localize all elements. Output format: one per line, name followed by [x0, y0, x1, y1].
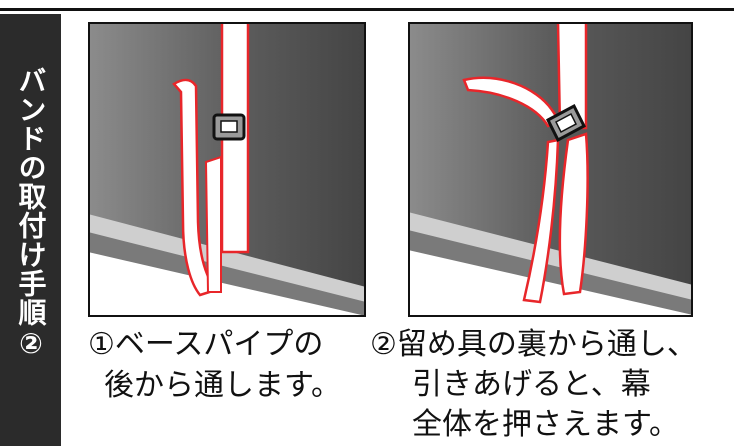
sidebar-step-label: バンドの取付け手順② [0, 14, 61, 446]
base-pipe-icon [408, 212, 693, 317]
illustration-step-2 [408, 22, 693, 317]
illustration-step-1 [88, 22, 366, 317]
base-pipe-icon [88, 214, 366, 317]
step-title: バンドの取付け手順② [14, 66, 48, 361]
buckle-icon [546, 103, 586, 143]
step1-caption-line2: 後から通します。 [104, 368, 341, 403]
band-strap-icon [462, 22, 589, 304]
step1-caption-line1: ①ベースパイプの [88, 327, 324, 362]
buckle-icon [212, 113, 246, 141]
step2-caption-line1: ②留め具の裏から通し、 [370, 327, 697, 362]
top-rule [0, 0, 734, 14]
step2-caption-line3: 全体を押さえます。 [412, 407, 679, 442]
step2-caption-line2: 引きあげると、幕 [412, 367, 651, 402]
